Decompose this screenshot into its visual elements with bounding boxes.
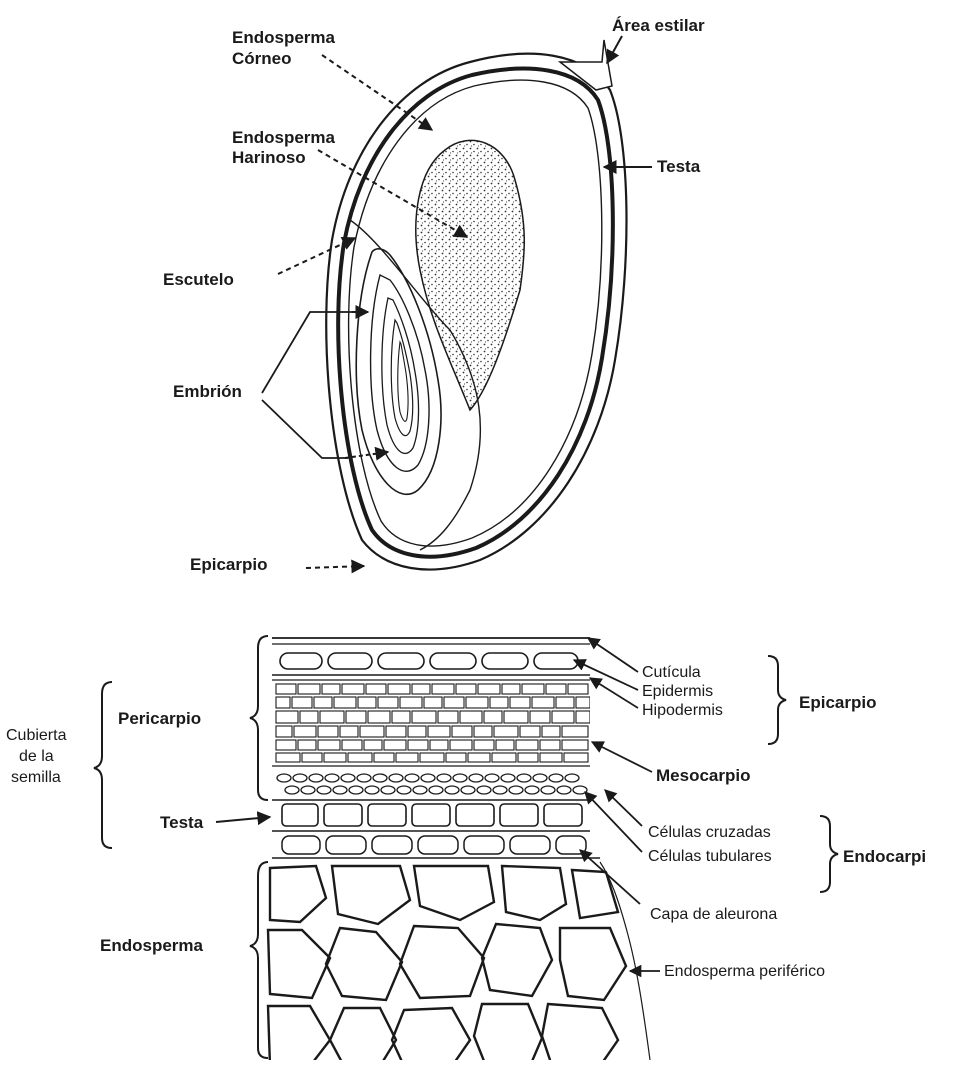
label-endosperma-corneo-1: Endosperma bbox=[232, 28, 336, 47]
arrow-epicarpio-seed bbox=[306, 566, 364, 568]
label-cubierta-2: de la bbox=[19, 748, 54, 765]
arrow-mesocarpio bbox=[592, 742, 652, 772]
label-cubierta-1: Cubierta bbox=[6, 727, 67, 744]
label-pericarpio: Pericarpio bbox=[118, 709, 201, 728]
cross-section-drawing bbox=[268, 638, 650, 1060]
arrow-area-estilar bbox=[607, 36, 622, 63]
label-epicarpio-seed: Epicarpio bbox=[190, 555, 267, 574]
label-epidermis: Epidermis bbox=[642, 683, 713, 700]
arrow-hipodermis bbox=[590, 678, 638, 708]
label-hipodermis: Hipodermis bbox=[642, 702, 723, 719]
label-escutelo: Escutelo bbox=[163, 270, 234, 289]
label-area-estilar: Área estilar bbox=[612, 16, 705, 35]
label-capa-aleurona: Capa de aleurona bbox=[650, 906, 777, 923]
label-endosperma-harinoso-1: Endosperma bbox=[232, 128, 336, 147]
left-braces bbox=[94, 636, 268, 1058]
arrow-capa-aleurona bbox=[580, 850, 640, 904]
arrow-endosperma-corneo bbox=[322, 55, 432, 130]
brace-cubierta bbox=[94, 682, 112, 848]
left-labels: Cubierta de la semilla Pericarpio Testa … bbox=[6, 709, 270, 955]
brace-epicarpio bbox=[768, 656, 786, 744]
label-endosperma-harinoso-2: Harinoso bbox=[232, 148, 306, 167]
label-testa-section: Testa bbox=[160, 813, 204, 832]
seed-drawing bbox=[326, 40, 626, 570]
cross-cells-ovals bbox=[277, 774, 587, 794]
harinoso-region bbox=[416, 140, 524, 410]
label-celulas-tubulares: Células tubulares bbox=[648, 848, 772, 865]
label-cuticula: Cutícula bbox=[642, 664, 701, 681]
testa-cells bbox=[282, 804, 582, 826]
label-cubierta-3: semilla bbox=[11, 769, 61, 786]
label-epicarpio-section: Epicarpio bbox=[799, 693, 876, 712]
brace-endocarpio bbox=[820, 816, 838, 892]
label-endocarpio: Endocarpi bbox=[843, 847, 926, 866]
label-testa-seed: Testa bbox=[657, 157, 701, 176]
brace-pericarpio bbox=[250, 636, 268, 800]
label-celulas-cruzadas: Células cruzadas bbox=[648, 824, 771, 841]
arrow-celulas-cruzadas bbox=[605, 790, 642, 826]
aleurone-cells bbox=[282, 836, 586, 854]
label-mesocarpio: Mesocarpio bbox=[656, 766, 750, 785]
arrow-testa-section bbox=[216, 817, 270, 822]
mesocarp-cells bbox=[272, 684, 590, 766]
label-endosperma-corneo-2: Córneo bbox=[232, 49, 292, 68]
arrow-cuticula bbox=[588, 638, 638, 672]
label-endosperma-section: Endosperma bbox=[100, 936, 204, 955]
arrow-celulas-tubulares bbox=[585, 792, 642, 852]
area-estilar-tip bbox=[560, 40, 612, 90]
brace-endosperma bbox=[250, 862, 268, 1058]
label-endosperma-periferico: Endosperma periférico bbox=[664, 963, 825, 980]
epidermis-cells bbox=[280, 653, 578, 669]
endosperm-cells bbox=[268, 866, 626, 1060]
label-embrion: Embrión bbox=[173, 382, 242, 401]
